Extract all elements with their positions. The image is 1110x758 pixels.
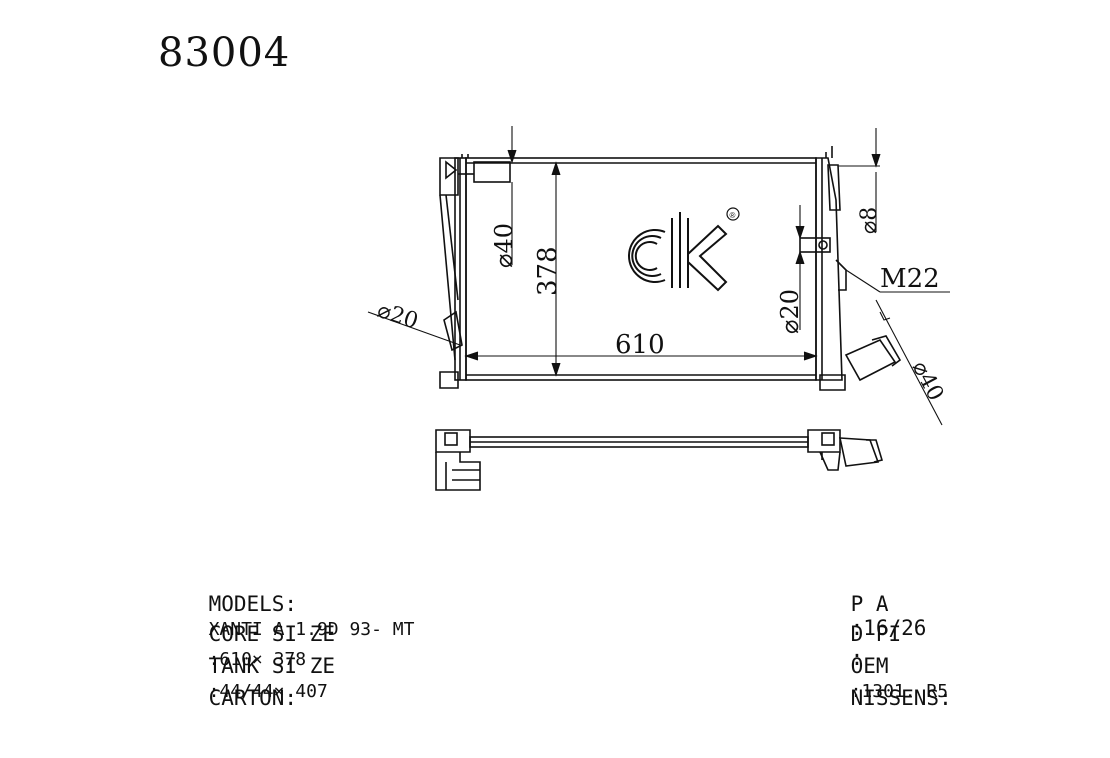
outlet-diameter-label: ⌀40 — [907, 357, 948, 405]
spec-pa: P A :16/26 — [800, 568, 927, 664]
side-fitting-diameter-label: ⌀20 — [776, 289, 804, 334]
spec-oem: OEM :1301. R5 — [800, 630, 949, 726]
spec-label: OEM — [850, 654, 889, 678]
spec-tank-size: TANK SI ZE :44/44× 407 — [158, 630, 335, 726]
thread-size-label: M22 — [880, 264, 940, 294]
radiator-technical-drawing: ⌀40 378 610 ⌀20 ⌀20 ⌀8 M22 ⌀40 ® — [367, 126, 950, 491]
spec-value: :44/44× 407 — [208, 681, 328, 702]
part-number-title: 83004 — [158, 30, 291, 76]
top-inlet-tube — [473, 161, 511, 183]
spec-models: MODELS: XANTI A 1.9D 93- MT — [158, 568, 415, 664]
spec-label: NISSENS: — [850, 686, 952, 710]
spec-nissens: NISSENS: — [800, 662, 952, 758]
top-right-diameter-label: ⌀8 — [857, 207, 882, 234]
core-height-label: 378 — [533, 246, 563, 296]
spec-label: P A — [850, 592, 889, 616]
bottom-right-foot — [819, 374, 846, 391]
registered-mark: ® — [730, 211, 736, 220]
drawing-page: 83004 — [158, 30, 952, 710]
right-side-fitting — [799, 237, 831, 253]
spec-value: :16/26 — [850, 616, 927, 640]
bottom-left-foot — [439, 371, 459, 389]
left-inlet-pipe — [443, 310, 463, 352]
spec-carton: CARTON: — [158, 662, 298, 758]
radiator-bottom-view — [435, 429, 884, 491]
spec-dpi: D PI : — [800, 598, 902, 694]
spec-label: D PI — [850, 622, 902, 646]
ck-logo — [628, 207, 740, 292]
spec-value: : — [850, 646, 864, 670]
spec-value: :1301. R5 — [850, 681, 949, 702]
spec-label: TANK SI ZE — [208, 654, 336, 678]
spec-label: CARTON: — [208, 686, 298, 710]
spec-value: XANTI A 1.9D 93- MT — [208, 619, 415, 640]
spec-label: CORE SI ZE — [208, 622, 336, 646]
core-width-label: 610 — [615, 330, 665, 360]
tube-top-diameter-label: ⌀40 — [490, 223, 518, 268]
inlet-diameter-label: ⌀20 — [374, 298, 421, 335]
outlet-pipe — [844, 338, 897, 382]
spec-value: :610× 378 — [208, 649, 307, 670]
spec-core-size: CORE SI ZE :610× 378 — [158, 598, 335, 694]
spec-label: MODELS: — [208, 592, 298, 616]
